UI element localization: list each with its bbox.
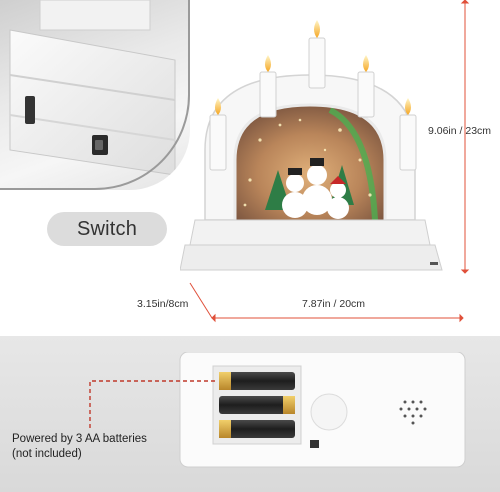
round-switch-button	[310, 393, 348, 431]
battery-note-line1: Powered by 3 AA batteries	[12, 433, 147, 445]
depth-dimension-label: 3.15in/8cm	[137, 298, 189, 310]
base-switch	[430, 262, 438, 265]
candle-flames	[215, 20, 411, 115]
small-toggle	[310, 440, 319, 448]
width-dimension-label: 7.87in / 20cm	[302, 298, 366, 310]
switch-label: Switch	[76, 217, 138, 240]
height-dimension-label: 9.06in / 23cm	[428, 125, 492, 137]
aa-batteries	[219, 372, 295, 438]
switch-closeup-inset	[0, 0, 190, 190]
speaker-grille	[399, 400, 427, 425]
battery-compartment-illustration	[179, 352, 466, 468]
snowmen-group	[282, 158, 349, 219]
switch-label-pill: Switch	[47, 212, 167, 246]
battery-callout-line	[89, 380, 216, 428]
battery-note: Powered by 3 AA batteries (not included)	[12, 432, 147, 462]
candles	[209, 37, 417, 171]
dimension-lines	[189, 0, 470, 323]
switch-closeup-illustration	[9, 0, 176, 176]
switch-slot-left	[25, 96, 35, 124]
snow-globe-lamp	[180, 20, 443, 271]
battery-note-line2: (not included)	[12, 448, 82, 460]
